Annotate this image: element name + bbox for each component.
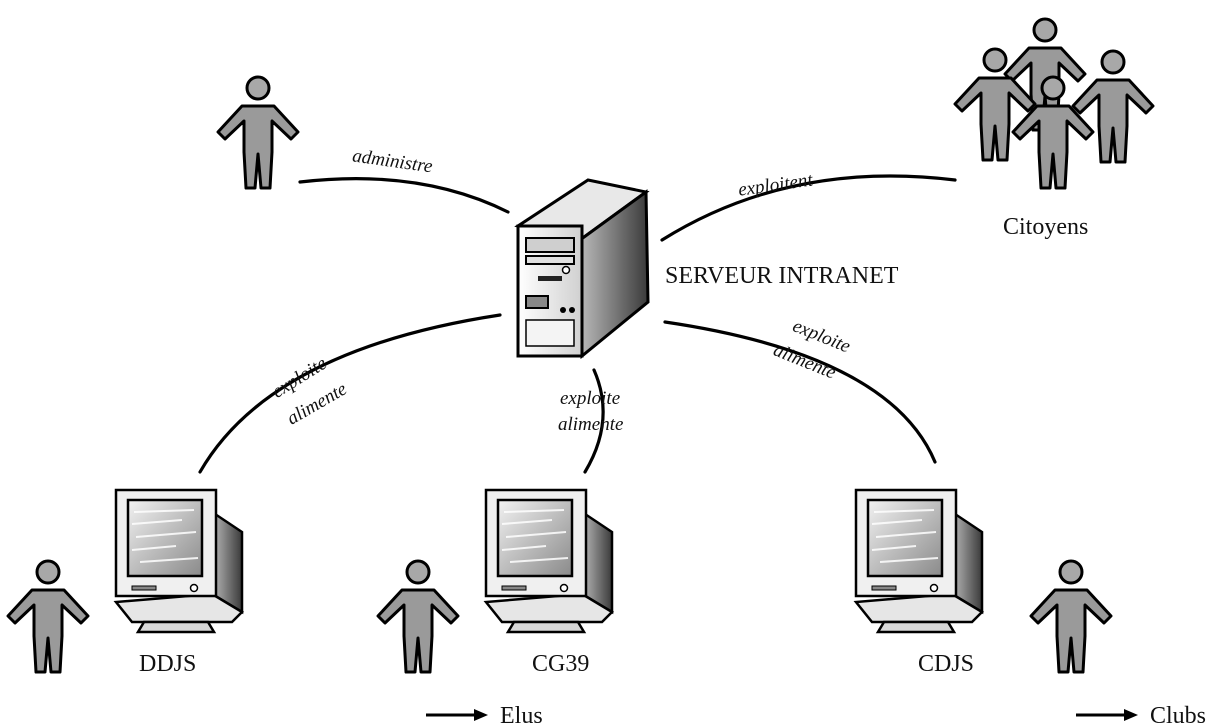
edge-label-cg39-exploite: exploite: [560, 388, 620, 409]
edge-exploitent: [660, 174, 957, 242]
cg39-label: CG39: [532, 651, 589, 677]
people-group-icon: [953, 17, 1155, 190]
clubs-label: Clubs: [1150, 703, 1206, 726]
cdjs-monitor-icon: [854, 488, 984, 634]
citoyens-label: Citoyens: [1003, 214, 1088, 240]
ddjs-person-icon: [6, 559, 90, 674]
elus-label: Elus: [500, 703, 543, 726]
cdjs-label: CDJS: [918, 651, 974, 677]
elus-arrow-icon: [426, 709, 488, 721]
ddjs-label: DDJS: [139, 651, 196, 677]
edge-label-administre: administre: [351, 145, 434, 177]
edge-label-cg39-alimente: alimente: [558, 414, 623, 435]
cg39-monitor-icon: [484, 488, 614, 634]
edge-ddjs: [198, 313, 502, 474]
edge-label-exploitent: exploitent: [737, 169, 815, 200]
edge-cg39: [583, 368, 605, 474]
administrator-person-icon: [216, 75, 300, 190]
cg39-person-icon: [376, 559, 460, 674]
cdjs-person-icon: [1029, 559, 1113, 674]
server-icon: [514, 178, 650, 360]
ddjs-monitor-icon: [114, 488, 244, 634]
edge-cdjs: [663, 320, 937, 464]
server-label: SERVEUR INTRANET: [665, 263, 899, 289]
clubs-arrow-icon: [1076, 709, 1138, 721]
edge-administre: [298, 177, 510, 214]
